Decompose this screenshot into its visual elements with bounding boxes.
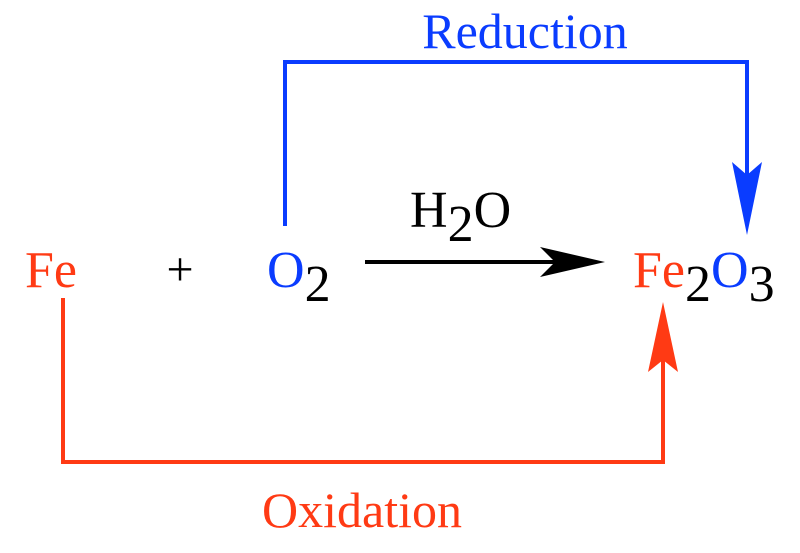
product-fe2o3: Fe2O3 <box>633 242 775 313</box>
oxidation-path <box>61 298 665 464</box>
oxidation-arrowhead-icon <box>648 302 678 372</box>
oxidation-label: Oxidation <box>262 482 462 538</box>
reduction-path <box>283 60 749 226</box>
reduction-arrowhead-icon <box>732 162 762 235</box>
reactant-fe: Fe <box>25 242 77 299</box>
plus-sign: + <box>166 243 193 296</box>
catalyst-h2o: H2O <box>410 182 511 253</box>
reactant-o2: O2 <box>267 242 331 313</box>
reaction-arrowhead-icon <box>540 247 605 277</box>
reduction-label: Reduction <box>422 3 628 59</box>
